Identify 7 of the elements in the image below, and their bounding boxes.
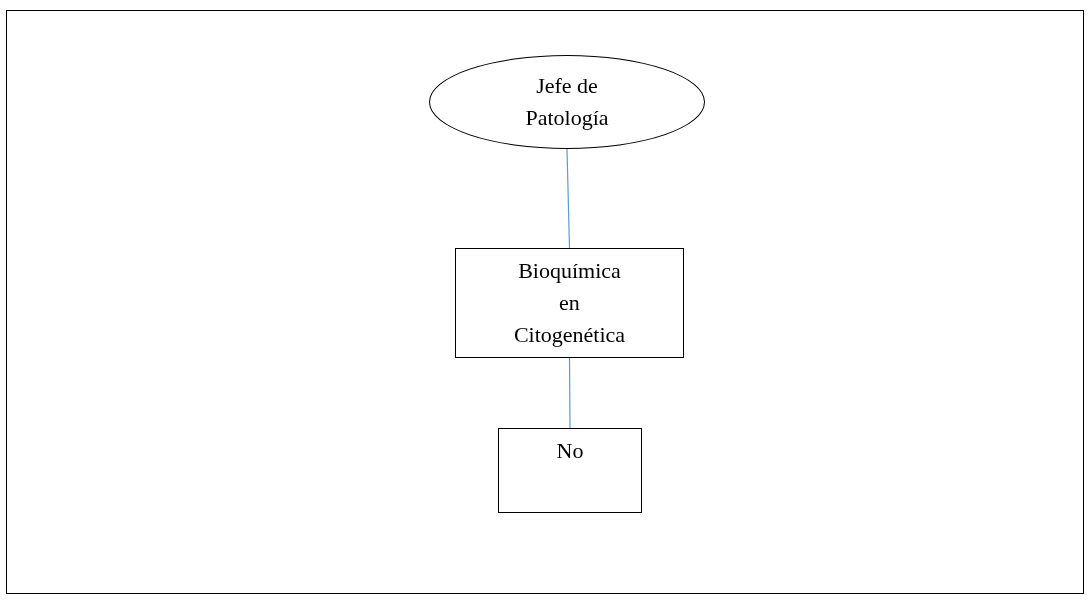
node-label: No bbox=[556, 437, 584, 465]
connector-line bbox=[566, 148, 571, 249]
node-label: Bioquímica en Citogenética bbox=[512, 257, 627, 349]
node-label: Jefe de Patología bbox=[524, 72, 610, 132]
process-box bbox=[498, 428, 642, 513]
process-box bbox=[455, 248, 684, 358]
connector-line bbox=[568, 357, 571, 429]
